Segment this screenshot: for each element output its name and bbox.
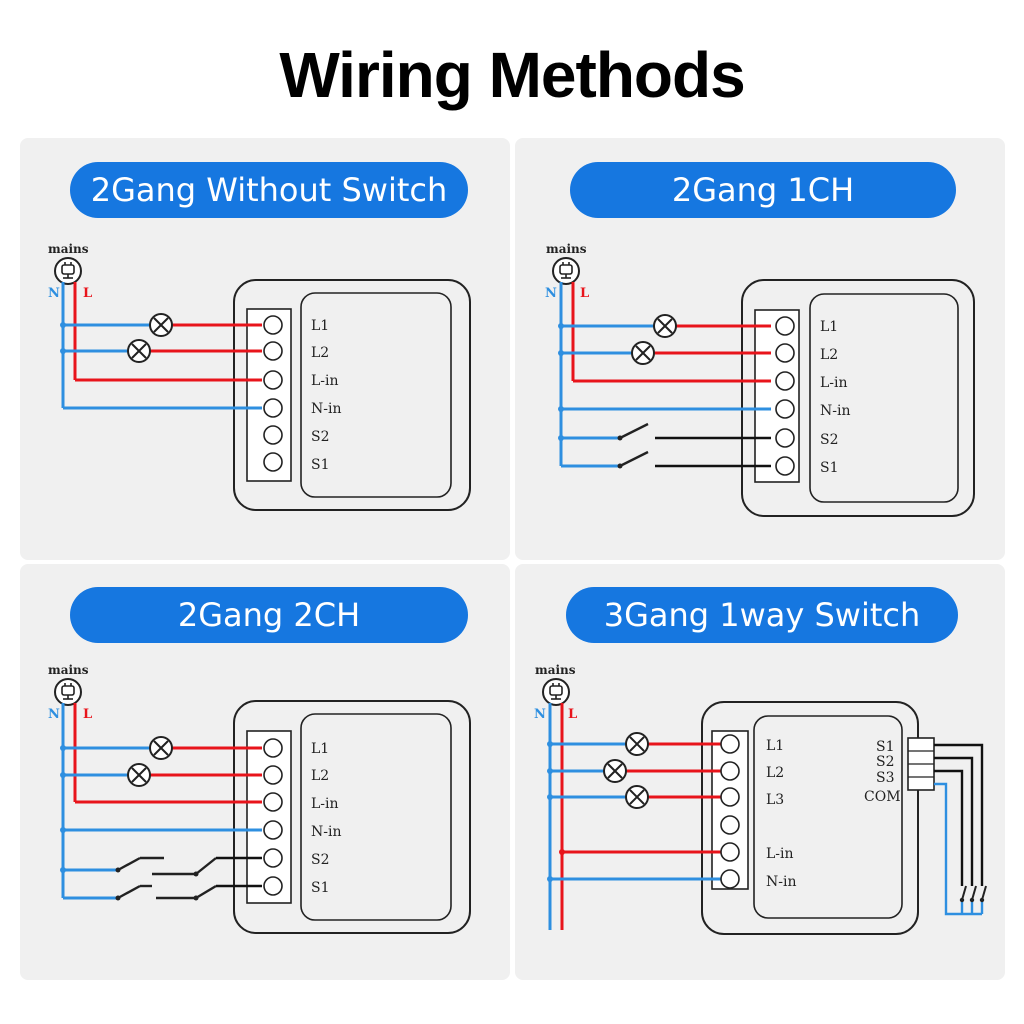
terminal-label: S2 <box>311 852 330 868</box>
module-outline <box>741 279 975 517</box>
lamp-icon <box>625 732 649 756</box>
mains-label: mains <box>48 242 89 256</box>
terminal-label: L2 <box>311 768 329 784</box>
plug-icon <box>54 678 82 706</box>
terminal-label: L3 <box>766 792 784 808</box>
lamp-icon <box>631 341 655 365</box>
diagram-heading: 2Gang 2CH <box>70 587 468 643</box>
terminal-label: L-in <box>820 375 848 391</box>
lamp-icon <box>653 314 677 338</box>
switch-terminal-label: S3 <box>876 770 895 786</box>
terminal-label: L2 <box>311 345 329 361</box>
diagram-2gang-2ch: mains N L L1 L <box>48 663 471 934</box>
switch-terminal-label: S1 <box>876 739 895 755</box>
lamp-icon <box>127 339 151 363</box>
plug-icon <box>54 257 82 285</box>
module-inner <box>753 715 903 919</box>
module-outline <box>701 701 919 935</box>
lamp-icon <box>127 763 151 787</box>
page-title: Wiring Methods <box>279 39 745 111</box>
live-label: L <box>580 286 589 301</box>
terminal-block <box>246 308 292 482</box>
switch-contact <box>619 422 649 440</box>
module-inner <box>809 293 959 503</box>
terminal-label: L-in <box>311 373 339 389</box>
terminal-label: N-in <box>311 824 341 840</box>
switch-terminal-label: COM <box>864 789 901 805</box>
neutral-label: N <box>545 286 557 301</box>
terminal-block <box>754 309 800 483</box>
terminal-label: L1 <box>311 318 329 334</box>
module-outline <box>233 700 471 934</box>
neutral-label: N <box>48 286 60 301</box>
switch-contact <box>619 450 649 468</box>
terminal-label: S2 <box>820 432 839 448</box>
terminal-label: N-in <box>766 874 796 890</box>
lamp-icon <box>625 785 649 809</box>
terminal-label: L1 <box>311 741 329 757</box>
mains-label: mains <box>48 663 89 677</box>
live-label: L <box>83 286 92 301</box>
diagram-3gang-1way-switch: mains N L L1 L2 L3 L-in N-i <box>534 663 987 935</box>
terminal-label: S1 <box>311 880 330 896</box>
terminal-label: N-in <box>820 403 850 419</box>
lamp-icon <box>149 313 173 337</box>
terminal-block <box>711 730 749 890</box>
diagram-heading: 2Gang Without Switch <box>70 162 468 218</box>
terminal-block <box>246 730 292 904</box>
terminal-label: S1 <box>311 457 330 473</box>
switch-terminal-label: S2 <box>876 754 895 770</box>
diagram-2gang-without-switch: mains N L L1 L2 L-in N-in S2 S1 <box>48 242 471 511</box>
lamp-icon <box>603 759 627 783</box>
terminal-label: L-in <box>766 846 794 862</box>
terminal-label: L1 <box>766 738 784 754</box>
terminal-label: S1 <box>820 460 839 476</box>
plug-icon <box>542 678 570 706</box>
diagram-heading: 2Gang 1CH <box>570 162 956 218</box>
neutral-label: N <box>534 707 546 722</box>
terminal-label: L-in <box>311 796 339 812</box>
module-outline <box>233 279 471 511</box>
live-label: L <box>83 707 92 722</box>
neutral-label: N <box>48 707 60 722</box>
diagram-heading: 3Gang 1way Switch <box>566 587 958 643</box>
diagram-2gang-1ch: mains N L L1 L2 L-in N-in S2 S1 <box>545 242 975 517</box>
module-inner <box>300 713 452 921</box>
terminal-label: L2 <box>820 347 838 363</box>
lamp-icon <box>149 736 173 760</box>
terminal-label: N-in <box>311 401 341 417</box>
terminal-label: S2 <box>311 429 330 445</box>
plug-icon <box>552 257 580 285</box>
mains-label: mains <box>546 242 587 256</box>
terminal-label: L2 <box>766 765 784 781</box>
module-inner <box>300 292 452 498</box>
terminal-label: L1 <box>820 319 838 335</box>
live-label: L <box>568 707 577 722</box>
mains-label: mains <box>535 663 576 677</box>
